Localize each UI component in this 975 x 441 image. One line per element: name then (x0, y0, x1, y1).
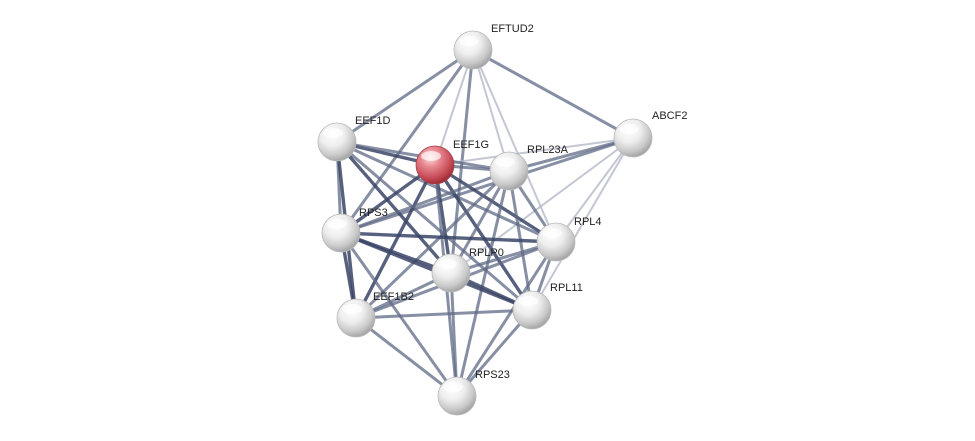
edge-eftud2-eef1d (335, 48, 475, 144)
node-rps23[interactable]: RPS23 (437, 369, 510, 416)
node-rpl23a[interactable]: RPL23A (489, 144, 569, 191)
node-label-eef1d: EEF1D (355, 115, 391, 127)
node-eef1g[interactable]: EEF1G (415, 139, 489, 185)
node-label-rps23: RPS23 (475, 369, 510, 381)
node-eef1d[interactable]: EEF1D (317, 115, 391, 162)
edge-rps3-rps23 (339, 231, 459, 398)
node-highlight (421, 151, 441, 161)
node-label-rplp0: RPLP0 (469, 247, 504, 259)
node-label-abcf2: ABCF2 (652, 110, 687, 122)
node-label-rpl23a: RPL23A (527, 144, 569, 156)
edge-rplp0-rps23 (449, 271, 459, 398)
edge-abcf2-rplp0 (450, 137, 634, 274)
node-rpl11[interactable]: RPL11 (512, 282, 583, 330)
edge-abcf2-eef1g (434, 137, 634, 166)
edge-eftud2-abcf2 (471, 48, 635, 140)
node-eftud2[interactable]: EFTUD2 (453, 23, 534, 70)
node-highlight (495, 157, 515, 167)
edge-eef1b2-rps23 (354, 316, 459, 398)
node-label-eef1g: EEF1G (453, 139, 489, 151)
node-eef1b2[interactable]: EEF1B2 (336, 291, 414, 338)
node-highlight (542, 228, 562, 238)
edge-rpl23a-rps3 (339, 169, 511, 235)
edge-eftud2-rpl4 (472, 49, 557, 243)
edge-eef1d-rplp0 (335, 140, 453, 275)
node-highlight (437, 259, 457, 269)
edge-eftud2-rps3 (339, 48, 475, 235)
edge-eef1b2-rpl11 (354, 308, 534, 320)
edge-eef1d-rpl11 (335, 140, 534, 312)
node-highlight (518, 296, 538, 306)
edge-eftud2-rpl23a (472, 49, 510, 172)
node-rplp0[interactable]: RPLP0 (431, 247, 504, 293)
edge-rpl23a-rps23 (455, 169, 511, 398)
node-label-rps3: RPS3 (359, 207, 388, 219)
edge-eef1g-rpl4 (433, 163, 558, 244)
edge-eef1g-eef1b2 (354, 163, 437, 320)
node-label-rpl4: RPL4 (574, 216, 602, 228)
node-highlight (459, 36, 479, 46)
node-label-eef1b2: EEF1B2 (373, 291, 414, 303)
edge-rps3-rpl4 (339, 231, 558, 244)
node-label-eftud2: EFTUD2 (491, 23, 534, 35)
node-rpl4[interactable]: RPL4 (536, 216, 602, 262)
node-highlight (342, 304, 362, 314)
node-highlight (327, 219, 347, 229)
edge-eftud2-eef1g (434, 49, 474, 166)
node-rps3[interactable]: RPS3 (321, 207, 388, 253)
edge-abcf2-rpl4 (555, 137, 634, 243)
node-label-rpl11: RPL11 (550, 282, 583, 294)
edge-abcf2-rpl11 (531, 137, 634, 311)
edge-rpl23a-rplp0 (449, 169, 511, 275)
node-abcf2[interactable]: ABCF2 (613, 110, 687, 158)
edge-abcf2-rps3 (339, 136, 635, 235)
node-highlight (619, 124, 639, 134)
edge-rpl4-rps23 (455, 240, 558, 398)
node-highlight (443, 382, 463, 392)
edge-rpl23a-eef1b2 (354, 169, 511, 320)
node-highlight (323, 128, 343, 138)
